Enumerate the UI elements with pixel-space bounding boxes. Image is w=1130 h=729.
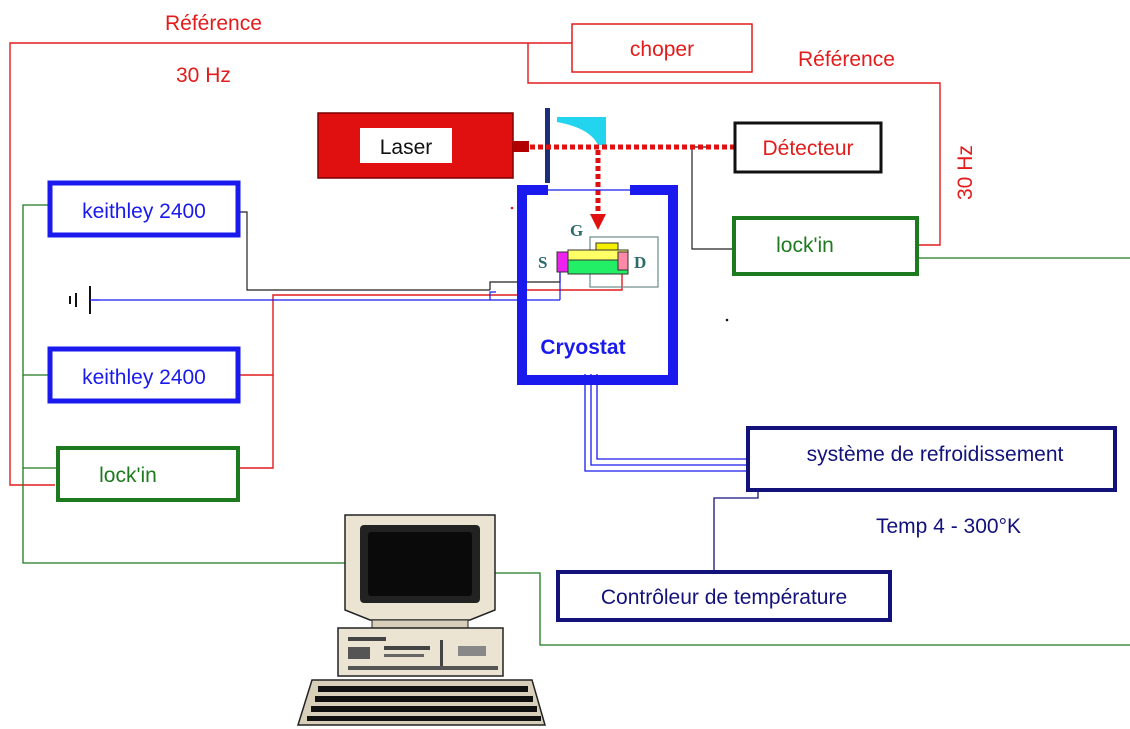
beam-arrowhead: [590, 214, 606, 230]
temp-controller-box: Contrôleur de température: [556, 570, 892, 622]
cooling-lines: [584, 374, 748, 472]
temperature-range-label: Temp 4 - 300°K: [876, 515, 1021, 538]
stray-dot: [510, 206, 514, 210]
frequency-right-label: 30 Hz: [954, 145, 977, 200]
lockin-left-label: lock'in: [99, 464, 157, 487]
temp-controller-label: Contrôleur de température: [601, 586, 847, 609]
frequency-left-label: 30 Hz: [176, 64, 231, 87]
keithley-bottom: keithley 2400: [47, 346, 241, 404]
lockin-right-label: lock'in: [776, 234, 834, 257]
keithley-top: keithley 2400: [47, 180, 241, 238]
sample-device: G S D: [538, 221, 659, 288]
source-label: S: [538, 253, 547, 272]
cryostat: Cryostat: [517, 185, 678, 385]
detector-label: Détecteur: [762, 137, 853, 160]
reference-left-label: Référence: [165, 12, 262, 35]
chopper-box: choper: [571, 23, 753, 73]
reference-wires: [9, 42, 941, 486]
gate-label: G: [570, 221, 583, 240]
mirror-icon: [557, 117, 606, 145]
cryostat-label: Cryostat: [540, 336, 625, 359]
cooling-system-box: système de refroidissement: [746, 426, 1117, 492]
lockin-left: lock'in: [56, 446, 240, 502]
drain-label: D: [634, 253, 646, 272]
reference-right-label: Référence: [798, 48, 895, 71]
green-wires: [22, 204, 1130, 646]
keithley-bottom-label: keithley 2400: [82, 366, 206, 389]
laser-label: Laser: [380, 136, 433, 159]
laser-beam: [530, 144, 735, 215]
detector-box: Détecteur: [733, 121, 883, 174]
computer-icon: [296, 514, 546, 726]
keithley-top-label: keithley 2400: [82, 200, 206, 223]
cooling-system-label: système de refroidissement: [807, 443, 1064, 466]
laser: Laser: [317, 112, 529, 179]
ground-symbol: [69, 286, 99, 314]
stray-dot: [725, 318, 729, 322]
lockin-right: lock'in: [732, 216, 919, 276]
controller-line: [713, 480, 759, 572]
ground-wire: [92, 272, 561, 301]
chopper-label: choper: [630, 38, 694, 61]
